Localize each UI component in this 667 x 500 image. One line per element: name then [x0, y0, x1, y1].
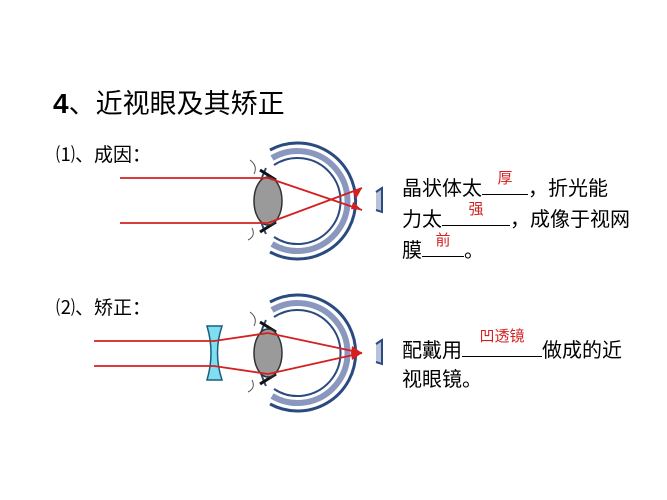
cause-line-1-a: 晶状体太	[402, 176, 482, 200]
corrected-eye-diagram	[94, 293, 383, 413]
correction-line-2: 视眼镜。	[402, 367, 482, 391]
eye-middle-wall	[270, 148, 351, 254]
eye-inner-wall	[273, 309, 342, 397]
eye-outer-wall	[269, 141, 358, 261]
blank-thick: 厚	[482, 169, 528, 195]
title-number: 4	[53, 88, 69, 119]
page-title: 4、近视眼及其矫正	[53, 82, 285, 121]
myopia-eye-diagram	[120, 141, 383, 261]
cause-line-2-a: 力太	[402, 207, 442, 231]
cause-line-1-b: ，折光能	[528, 176, 608, 200]
blank-strong: 强	[442, 200, 510, 226]
answer-front: 前	[435, 231, 451, 249]
cause-line-3: 膜前。	[402, 231, 630, 265]
correction-line-1-b: 做成的近	[542, 338, 622, 362]
eye-middle-wall	[270, 300, 351, 406]
thick-lens	[253, 176, 283, 226]
ray-bottom-refracted	[267, 187, 363, 224]
correction-text: 配戴用凹透镜做成的近 视眼镜。	[402, 327, 622, 394]
concave-lens	[205, 325, 224, 381]
cause-line-3-b: 。	[464, 238, 484, 262]
cause-text: 晶状体太厚 ，折光能 力太 强 ，成像于视网 膜前。	[402, 169, 630, 265]
answer-concave: 凹透镜	[479, 327, 525, 345]
optic-nerve	[375, 338, 383, 366]
cause-line-2-b: ，成像于视网	[510, 207, 630, 231]
blank-concave: 凹透镜	[462, 327, 542, 357]
correction-line-1: 配戴用凹透镜做成的近	[402, 327, 622, 365]
correction-heading: ⑵、矫正：	[56, 297, 152, 319]
answer-thick: 厚	[497, 169, 513, 187]
eye-inner-wall	[273, 157, 342, 245]
cause-line-3-a: 膜	[402, 238, 422, 262]
cause-line-2: 力太 强 ，成像于视网	[402, 200, 630, 234]
optic-nerve	[375, 186, 383, 214]
thick-lens	[253, 328, 283, 378]
correction-line-1-a: 配戴用	[402, 338, 462, 362]
blank-front: 前	[422, 231, 464, 257]
answer-strong: 强	[468, 200, 484, 218]
cause-line-1: 晶状体太厚 ，折光能	[402, 169, 630, 203]
ray-top-refracted	[267, 177, 363, 211]
title-text: 、近视眼及其矫正	[68, 89, 285, 120]
cause-heading: ⑴、成因：	[56, 144, 152, 166]
